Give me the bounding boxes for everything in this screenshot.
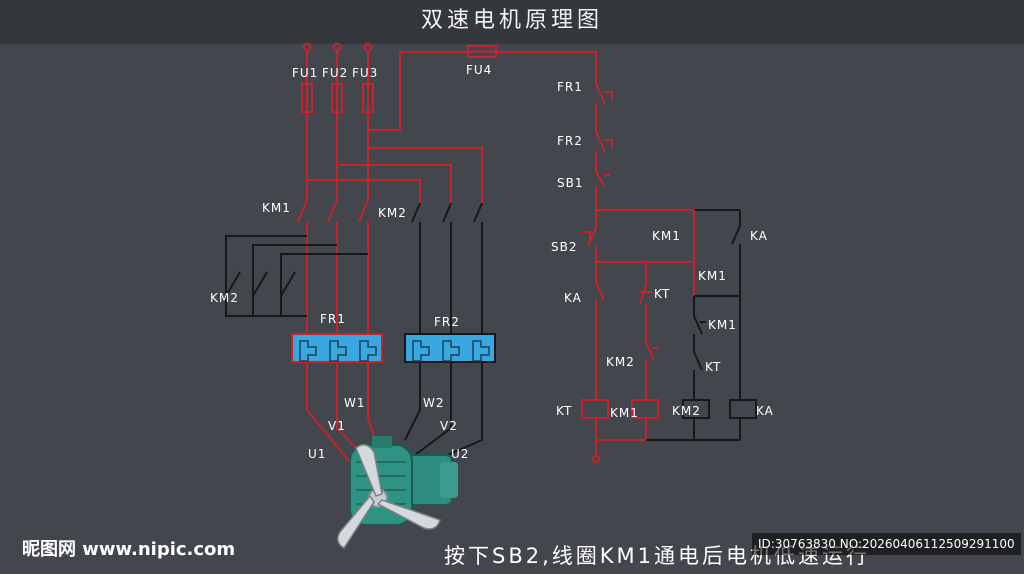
label-fr1-block: FR1 <box>320 312 346 326</box>
label-km2-interlock: KM2 <box>606 355 635 369</box>
label-km1-interlock: KM1 <box>708 318 737 332</box>
label-km1-coil: KM1 <box>610 406 639 420</box>
control-circuit <box>581 78 757 463</box>
label-fu2: FU2 <box>322 66 348 80</box>
label-kt-nc: KT <box>705 360 721 374</box>
label-km2-delta: KM2 <box>210 291 239 305</box>
overload-relay-fr2 <box>404 333 496 363</box>
title-bar: 双速电机原理图 <box>0 0 1024 44</box>
watermark-id: ID:30763830 NO:20260406112509291100 <box>752 533 1021 555</box>
coil-ka <box>729 399 757 419</box>
label-km1-hold: KM1 <box>652 229 681 243</box>
label-u2: U2 <box>451 447 469 461</box>
label-fr1-ctrl: FR1 <box>557 80 583 94</box>
labels: FU1 FU2 FU3 FU4 KM1 KM2 KM2 FR1 FR2 W1 V… <box>210 63 774 461</box>
label-u1: U1 <box>308 447 326 461</box>
label-kt-contact: KT <box>654 287 670 301</box>
label-w2: W2 <box>423 396 445 410</box>
label-ka-hold: KA <box>750 229 768 243</box>
terminal-l2 <box>332 42 342 52</box>
label-sb1: SB1 <box>557 176 583 190</box>
label-ka-coil: KA <box>756 404 774 418</box>
coil-kt <box>581 399 609 419</box>
label-km1-main: KM1 <box>262 201 291 215</box>
label-fr2-block: FR2 <box>434 315 460 329</box>
label-km1-nc: KM1 <box>698 269 727 283</box>
overload-relay-fr1 <box>291 333 383 363</box>
label-km2-coil: KM2 <box>672 404 701 418</box>
label-km2-main: KM2 <box>378 206 407 220</box>
label-fr2-ctrl: FR2 <box>557 134 583 148</box>
label-kt-coil: KT <box>556 404 572 418</box>
label-fu3: FU3 <box>352 66 378 80</box>
terminal-l3 <box>363 42 373 52</box>
label-fu1: FU1 <box>292 66 318 80</box>
motor-fan-icon <box>337 436 458 550</box>
label-sb2: SB2 <box>551 240 577 254</box>
diagram-title: 双速电机原理图 <box>420 8 603 33</box>
terminal-l1 <box>302 42 312 52</box>
label-w1: W1 <box>344 396 366 410</box>
watermark-left: 昵图网 www.nipic.com <box>22 539 236 560</box>
main-circuit <box>225 42 597 466</box>
coil-km2 <box>682 399 710 419</box>
label-v2: V2 <box>440 419 458 433</box>
label-v1: V1 <box>328 419 346 433</box>
label-ka-contact: KA <box>564 291 582 305</box>
label-fu4: FU4 <box>466 63 492 77</box>
